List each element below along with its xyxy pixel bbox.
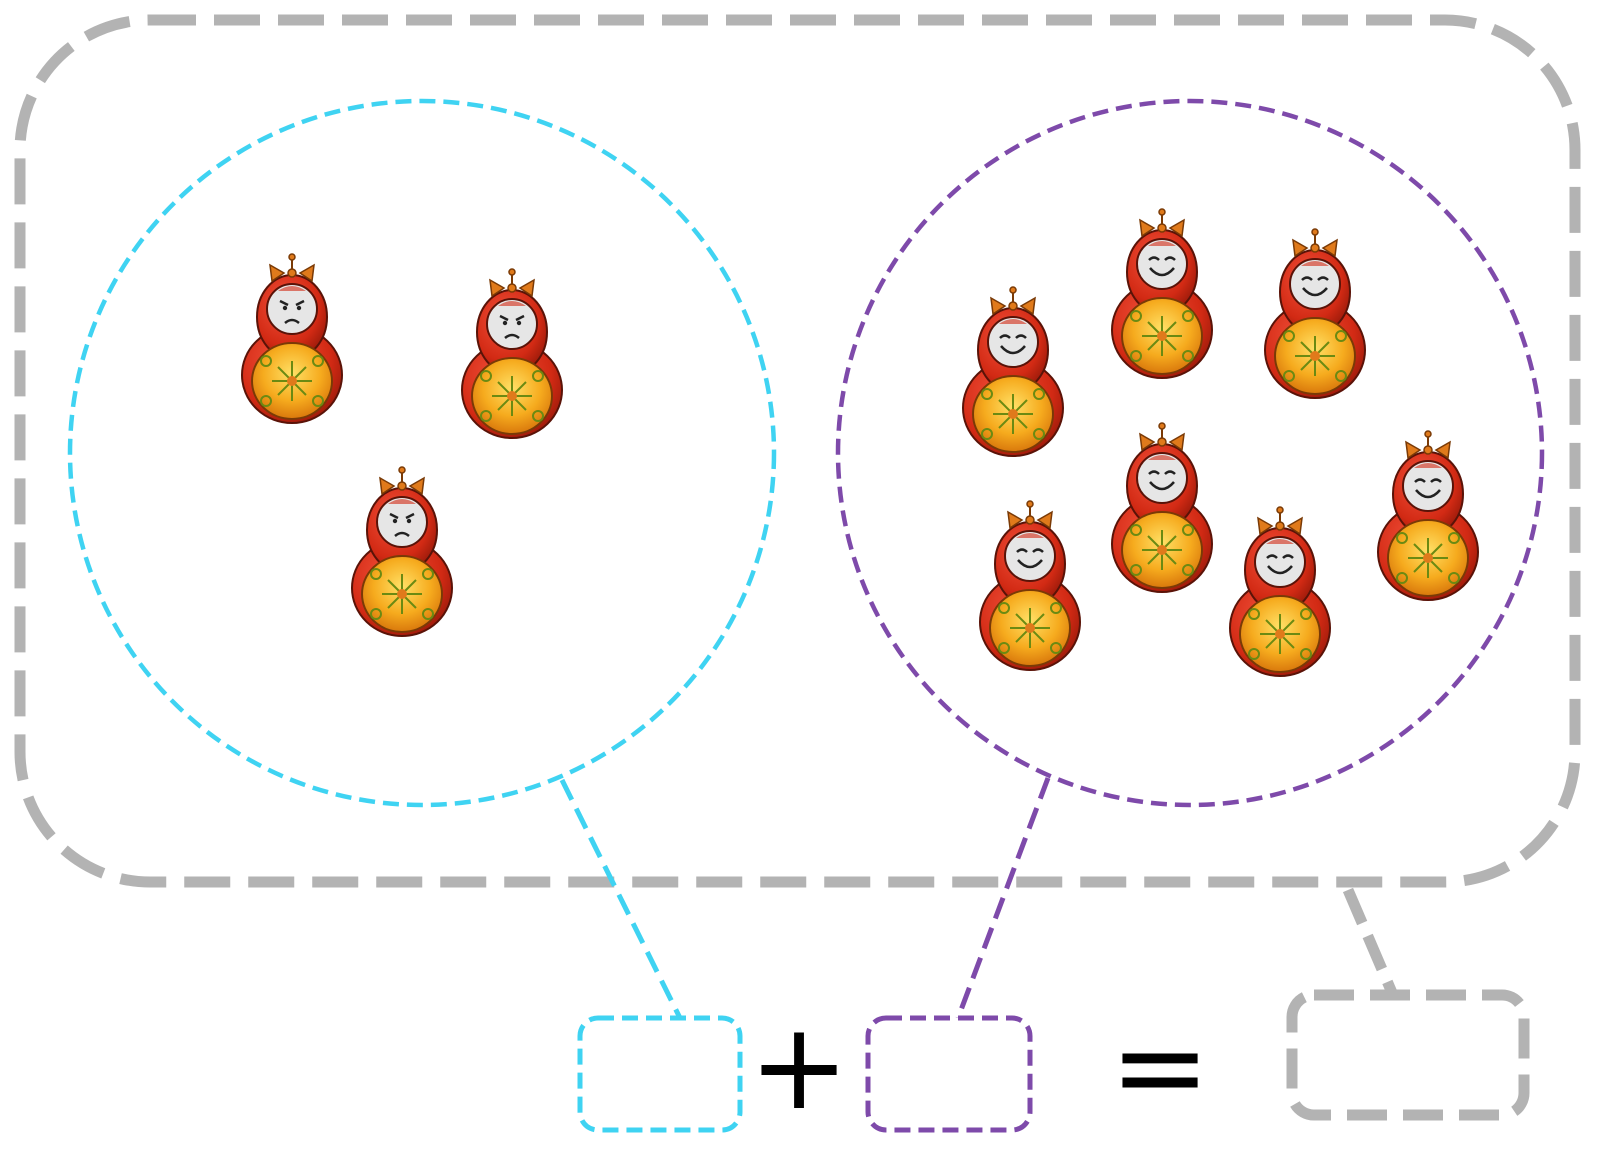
right-count-box[interactable] bbox=[865, 1015, 1033, 1133]
right-connector-line bbox=[955, 777, 1051, 1019]
plus-sign: + bbox=[749, 998, 850, 1137]
left-connector-line bbox=[559, 778, 683, 1020]
total-group-frame bbox=[14, 14, 1581, 888]
total-connector-line bbox=[1342, 887, 1399, 998]
left-count-box[interactable] bbox=[577, 1015, 743, 1133]
total-count-box[interactable] bbox=[1286, 989, 1530, 1121]
left-group-circle bbox=[67, 98, 777, 808]
equals-sign: = bbox=[1110, 998, 1211, 1137]
